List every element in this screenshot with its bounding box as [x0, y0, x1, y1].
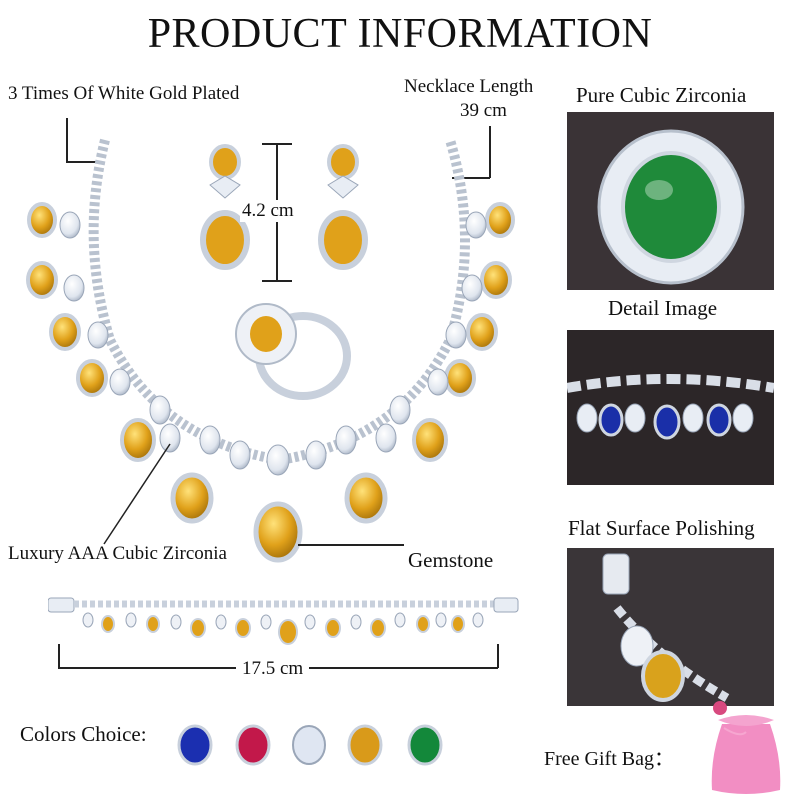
- color-swatch-yellow[interactable]: [346, 723, 384, 767]
- page-title: PRODUCT INFORMATION: [147, 11, 653, 57]
- left-earring-image: [200, 144, 250, 270]
- ring-image: [235, 303, 351, 400]
- panel-1-photo: [567, 112, 774, 290]
- length-leader-line: [489, 126, 491, 178]
- luxury-label: Luxury AAA Cubic Zirconia: [8, 543, 227, 564]
- length-leader-line-h: [452, 177, 490, 179]
- color-swatch-blue[interactable]: [176, 723, 214, 767]
- earring-height-label: 4.2 cm: [240, 200, 296, 222]
- color-swatch-red[interactable]: [234, 723, 272, 767]
- bracelet-image: [48, 597, 519, 645]
- panel-2-title: Detail Image: [608, 296, 718, 320]
- plating-label: 3 Times Of White Gold Plated: [8, 83, 240, 104]
- panel-1-title: Pure Cubic Zirconia: [576, 83, 747, 107]
- necklace-length-value: 39 cm: [460, 100, 507, 121]
- plating-leader-line: [66, 118, 68, 162]
- plating-leader-line-h: [66, 161, 102, 163]
- color-swatch-white[interactable]: [290, 723, 328, 767]
- panel-3-photo: [567, 548, 774, 706]
- right-earring-image: [318, 144, 368, 270]
- bracelet-dim-right: [497, 644, 499, 668]
- free-gift-bag-label: Free Gift Bag：: [544, 748, 674, 770]
- luxury-leader-line: [103, 443, 171, 545]
- earring-dim-bottom: [262, 280, 292, 282]
- necklace-length-title: Necklace Length: [404, 76, 534, 97]
- panel-3-title: Flat Surface Polishing: [568, 516, 755, 540]
- bracelet-length-label: 17.5 cm: [236, 658, 310, 680]
- colors-choice-label: Colors Choice:: [20, 722, 147, 746]
- gemstone-label: Gemstone: [408, 548, 494, 572]
- necklace-image: [26, 138, 515, 563]
- gemstone-leader-line: [298, 544, 404, 546]
- color-swatch-green[interactable]: [406, 723, 444, 767]
- gift-bag-image: [711, 701, 781, 794]
- panel-2-photo: [567, 330, 774, 485]
- bracelet-dim-left: [58, 644, 60, 668]
